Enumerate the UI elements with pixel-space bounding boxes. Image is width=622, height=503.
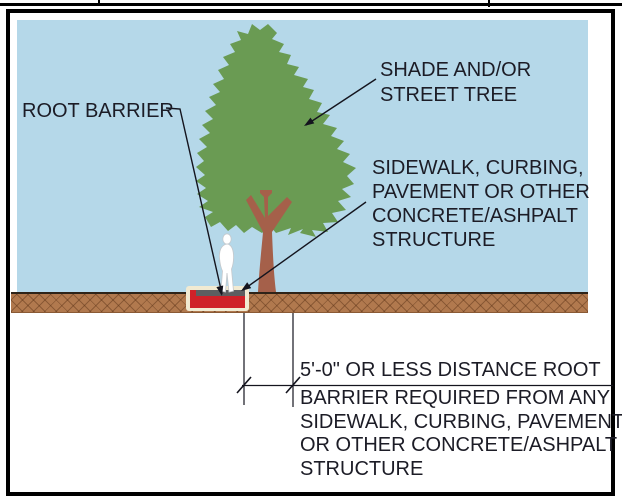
shade-tree-label-line: SHADE AND/OR (380, 59, 532, 81)
dimension-note-line: STRUCTURE (300, 457, 424, 480)
ground-strip (11, 292, 588, 313)
structure-label: SIDEWALK, CURBING, PAVEMENT OR OTHER CON… (372, 156, 590, 252)
dimension-note: BARRIER REQUIRED FROM ANY SIDEWALK, CURB… (300, 387, 622, 481)
cropped-top-border-line (0, 3, 622, 6)
cropped-tick-mark (98, 0, 100, 6)
dimension-note-line: SIDEWALK, CURBING, PAVEMENT (300, 410, 622, 433)
pavement-bar (196, 290, 245, 296)
dimension-note-first-line: 5'-0" OR LESS DISTANCE ROOT (300, 359, 601, 381)
cropped-tick-mark (488, 0, 490, 7)
structure-label-line: PAVEMENT OR OTHER (372, 181, 590, 203)
structure-label-line: STRUCTURE (372, 229, 496, 251)
root-barrier-label: ROOT BARRIER (22, 100, 174, 122)
structure-label-line: SIDEWALK, CURBING, (372, 157, 584, 179)
shade-tree-label-line: STREET TREE (380, 84, 518, 106)
dimension-note-line: OR OTHER CONCRETE/ASHPALT (300, 434, 618, 456)
dimension-note-line: BARRIER REQUIRED FROM ANY (300, 387, 611, 409)
structure-label-line: CONCRETE/ASHPALT (372, 205, 578, 227)
shade-tree-label: SHADE AND/OR STREET TREE (380, 58, 531, 108)
